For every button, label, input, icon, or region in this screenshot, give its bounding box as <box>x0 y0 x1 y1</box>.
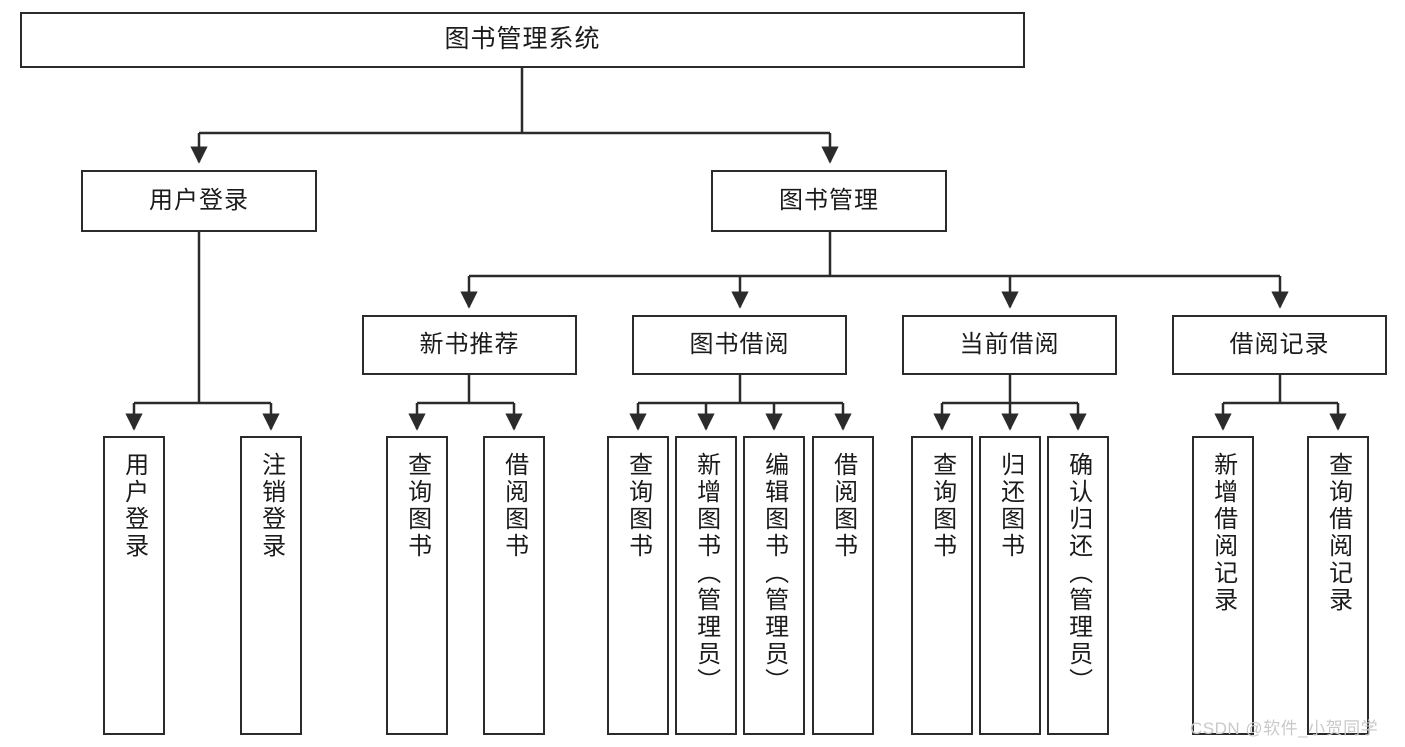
node-user-login[interactable]: 用户登录 <box>81 170 317 232</box>
leaf-current-borrow-query[interactable]: 查询图书 <box>911 436 973 735</box>
leaf-book-borrow-query[interactable]: 查询图书 <box>607 436 669 735</box>
leaf-current-borrow-return[interactable]: 归还图书 <box>979 436 1041 735</box>
node-label: 新书推荐 <box>419 331 520 358</box>
node-label: 新增借阅记录 <box>1209 452 1237 614</box>
node-label: 借阅图书 <box>829 452 857 560</box>
node-label: 图书借阅 <box>689 331 790 358</box>
leaf-borrow-record-add[interactable]: 新增借阅记录 <box>1192 436 1254 735</box>
node-label: 归还图书 <box>996 452 1024 560</box>
node-borrow-record[interactable]: 借阅记录 <box>1172 315 1387 375</box>
node-current-borrow[interactable]: 当前借阅 <box>902 315 1117 375</box>
node-label: 注销登录 <box>257 452 285 560</box>
node-book-management[interactable]: 图书管理 <box>711 170 947 232</box>
watermark: CSDN @软件_小贺同学 <box>1190 719 1379 738</box>
node-new-book-recommend[interactable]: 新书推荐 <box>362 315 577 375</box>
node-book-borrow[interactable]: 图书借阅 <box>632 315 847 375</box>
node-label: 图书管理系统 <box>444 25 601 54</box>
node-label: 查询图书 <box>624 452 652 560</box>
node-label: 新增图书（管理员） <box>692 452 720 695</box>
leaf-user-login-logout[interactable]: 注销登录 <box>240 436 302 735</box>
node-label: 当前借阅 <box>959 331 1060 358</box>
leaf-new-book-borrow[interactable]: 借阅图书 <box>483 436 545 735</box>
node-label: 图书管理 <box>779 187 879 214</box>
node-label: 用户登录 <box>120 452 148 560</box>
leaf-book-borrow-add[interactable]: 新增图书（管理员） <box>675 436 737 735</box>
node-label: 借阅记录 <box>1229 331 1330 358</box>
leaf-borrow-record-query[interactable]: 查询借阅记录 <box>1307 436 1369 735</box>
leaf-book-borrow-edit[interactable]: 编辑图书（管理员） <box>743 436 805 735</box>
node-label: 编辑图书（管理员） <box>760 452 788 695</box>
node-label: 用户登录 <box>149 187 249 214</box>
node-label: 查询借阅记录 <box>1324 452 1352 614</box>
node-label: 借阅图书 <box>500 452 528 560</box>
leaf-current-borrow-confirm[interactable]: 确认归还（管理员） <box>1047 436 1109 735</box>
node-root[interactable]: 图书管理系统 <box>20 12 1025 68</box>
leaf-new-book-query[interactable]: 查询图书 <box>386 436 448 735</box>
node-label: 查询图书 <box>403 452 431 560</box>
leaf-user-login-login[interactable]: 用户登录 <box>103 436 165 735</box>
node-label: 查询图书 <box>928 452 956 560</box>
leaf-book-borrow-lend[interactable]: 借阅图书 <box>812 436 874 735</box>
node-label: 确认归还（管理员） <box>1064 452 1092 695</box>
